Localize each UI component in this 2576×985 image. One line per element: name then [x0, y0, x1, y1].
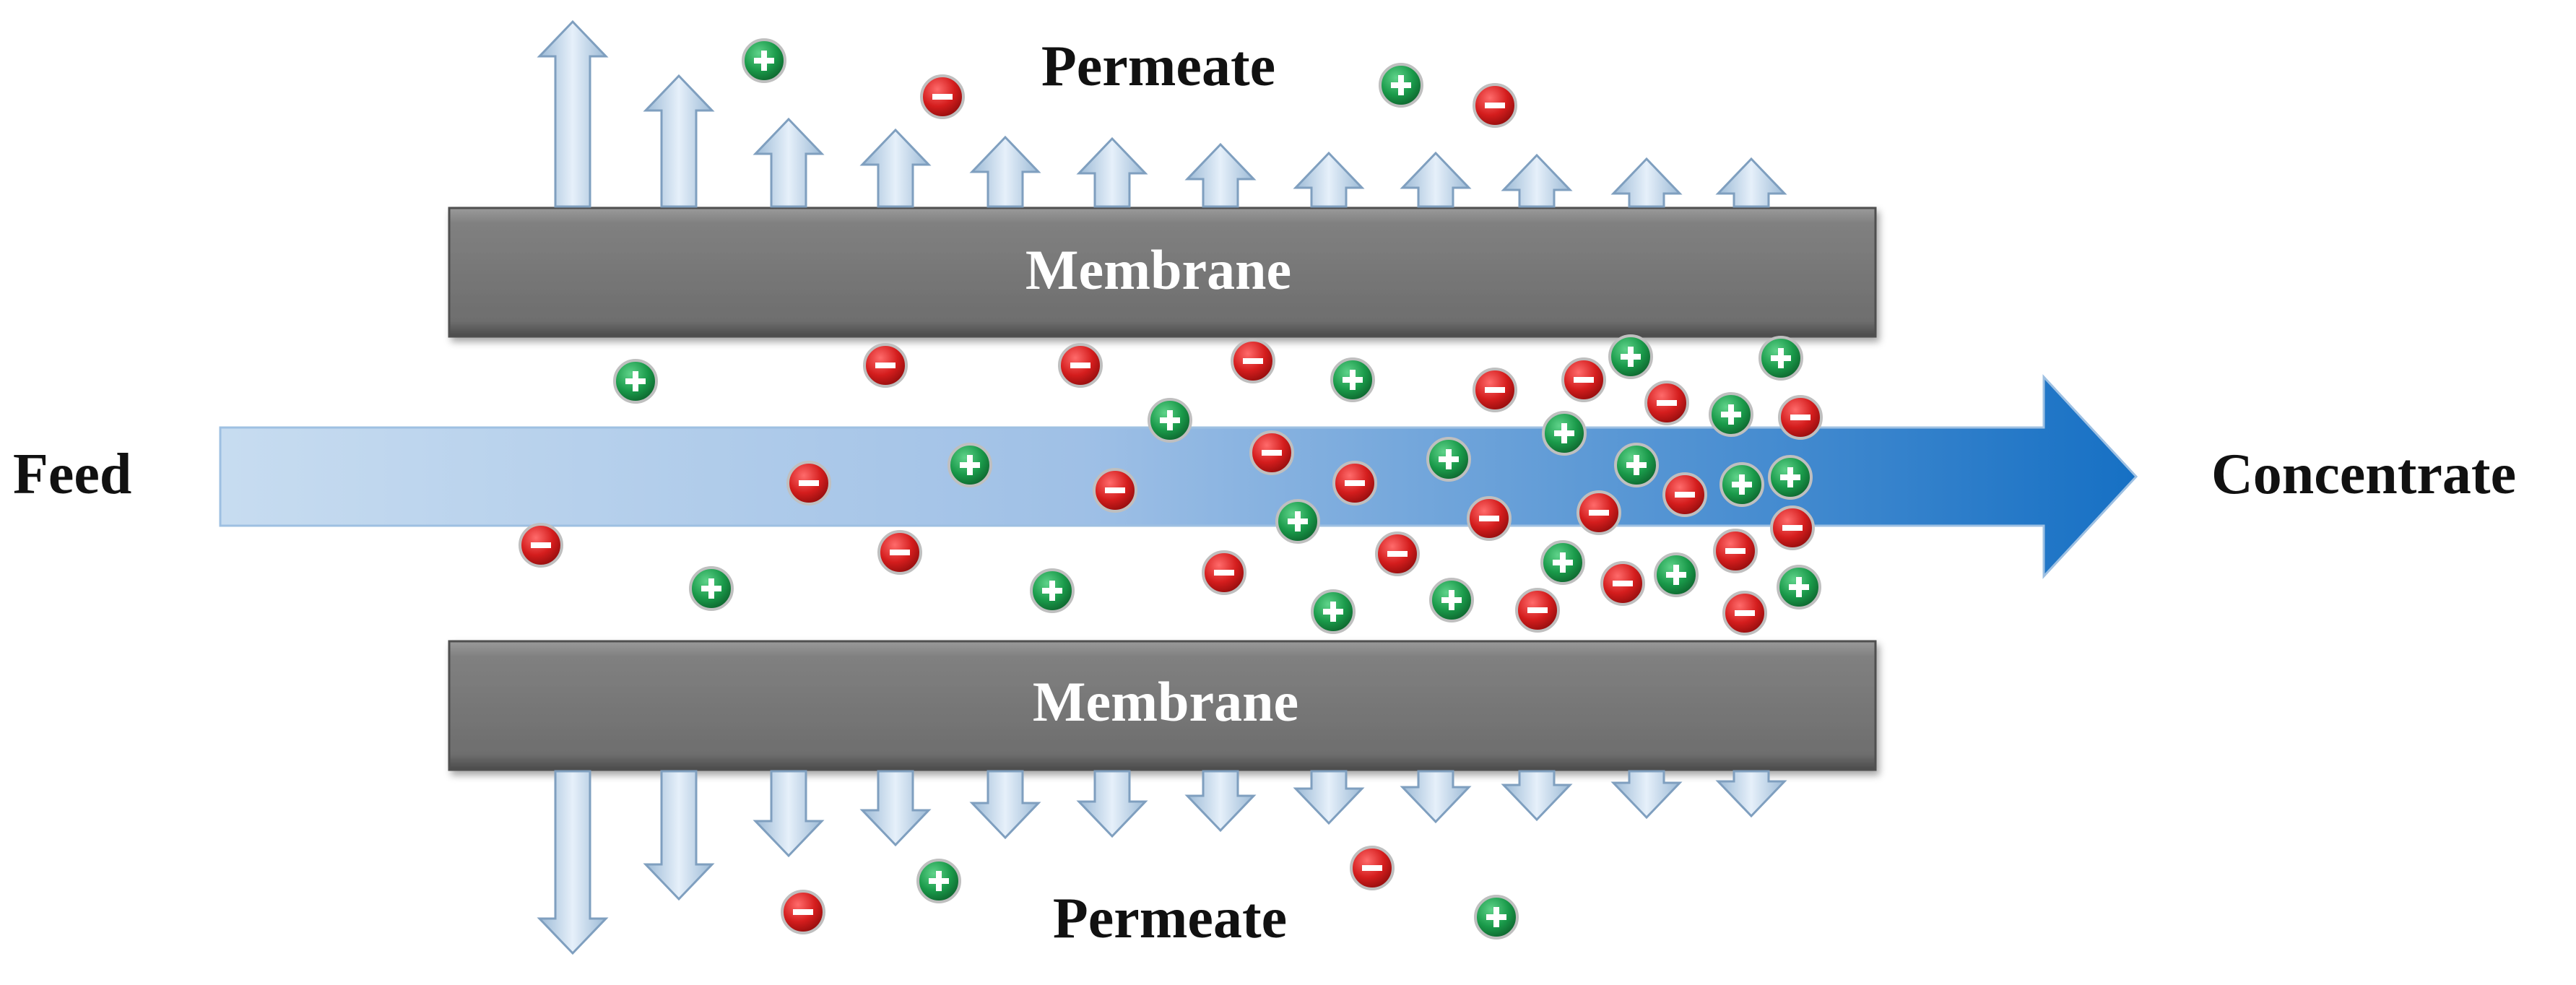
positive-ion	[1330, 357, 1375, 402]
negative-ion	[877, 530, 922, 575]
permeate-arrow-down	[537, 770, 609, 955]
permeate-arrow-down	[1184, 770, 1257, 833]
negative-ion	[786, 461, 831, 505]
positive-ion	[947, 443, 992, 487]
permeate-arrow-up	[753, 117, 825, 208]
permeate-arrow-up	[1610, 157, 1683, 208]
positive-ion	[1311, 589, 1356, 634]
permeate-arrow-down	[643, 770, 715, 901]
positive-ion	[613, 359, 658, 404]
positive-ion	[1719, 462, 1764, 507]
negative-ion	[1467, 496, 1512, 541]
negative-ion	[1662, 472, 1707, 517]
concentrate-label: Concentrate	[2211, 443, 2516, 506]
negative-ion	[1473, 83, 1517, 128]
negative-ion	[1473, 368, 1517, 412]
permeate-arrow-down	[753, 770, 825, 858]
negative-ion	[1577, 490, 1621, 535]
permeate-arrow-up	[859, 128, 932, 208]
permeate-arrows-down	[537, 770, 1787, 955]
membrane-top-label: Membrane	[1025, 238, 1291, 301]
positive-ion	[1275, 499, 1320, 544]
positive-ion	[689, 566, 734, 611]
negative-ion	[1332, 461, 1377, 505]
membrane-top	[448, 207, 1877, 338]
permeate-bottom-label: Permeate	[1053, 887, 1287, 950]
positive-ion	[1768, 455, 1813, 500]
negative-ion	[1770, 505, 1815, 550]
positive-ion	[1426, 437, 1471, 482]
positive-ion	[1542, 411, 1587, 456]
negative-ion	[1249, 430, 1294, 475]
negative-ion	[1093, 468, 1137, 513]
membrane-bottom-label: Membrane	[1033, 670, 1298, 733]
positive-ion	[1654, 552, 1699, 597]
positive-ion	[1614, 443, 1659, 487]
permeate-arrow-down	[1400, 770, 1472, 824]
negative-ion	[1350, 846, 1395, 890]
ion-particles	[519, 38, 1823, 940]
negative-ion	[1722, 591, 1767, 635]
membrane-bottom	[448, 640, 1877, 771]
feed-flow-arrow	[219, 374, 2138, 579]
permeate-top-label: Permeate	[1041, 35, 1275, 98]
permeate-arrow-down	[1293, 770, 1365, 825]
permeate-arrow-down	[1501, 770, 1573, 822]
negative-ion	[863, 343, 908, 388]
permeate-arrow-up	[1293, 151, 1365, 208]
negative-ion	[781, 890, 825, 934]
negative-ion	[1515, 588, 1560, 633]
permeate-arrow-up	[1501, 153, 1573, 208]
negative-ion	[1561, 357, 1606, 402]
permeate-arrow-down	[859, 770, 932, 847]
permeate-arrow-up	[1400, 151, 1472, 208]
permeate-arrow-up	[643, 74, 715, 208]
positive-ion	[1540, 540, 1585, 585]
permeate-arrow-down	[1076, 770, 1148, 838]
positive-ion	[1030, 568, 1075, 613]
negative-ion	[920, 74, 965, 119]
positive-ion	[1777, 565, 1821, 609]
positive-ion	[1709, 392, 1753, 437]
permeate-arrow-up	[1715, 157, 1787, 208]
positive-ion	[1379, 63, 1423, 108]
feed-label: Feed	[13, 443, 131, 506]
positive-ion	[1148, 398, 1192, 443]
positive-ion	[742, 38, 786, 83]
negative-ion	[1600, 561, 1645, 606]
permeate-arrow-down	[1610, 770, 1683, 820]
permeate-arrow-down	[969, 770, 1041, 840]
permeate-arrow-down	[1715, 770, 1787, 818]
negative-ion	[519, 523, 563, 568]
positive-ion	[1474, 895, 1519, 940]
negative-ion	[1231, 339, 1275, 383]
positive-ion	[916, 859, 961, 903]
negative-ion	[1202, 550, 1246, 595]
permeate-arrow-up	[969, 135, 1041, 208]
positive-ion	[1758, 336, 1803, 381]
negative-ion	[1375, 531, 1420, 576]
negative-ion	[1644, 381, 1689, 425]
negative-ion	[1713, 529, 1758, 573]
permeate-arrows-up	[537, 19, 1787, 208]
positive-ion	[1429, 578, 1474, 622]
permeate-arrow-up	[1076, 136, 1148, 208]
negative-ion	[1778, 395, 1823, 440]
positive-ion	[1608, 334, 1653, 379]
permeate-arrow-up	[1184, 142, 1257, 208]
negative-ion	[1058, 343, 1103, 388]
permeate-arrow-up	[537, 19, 609, 208]
